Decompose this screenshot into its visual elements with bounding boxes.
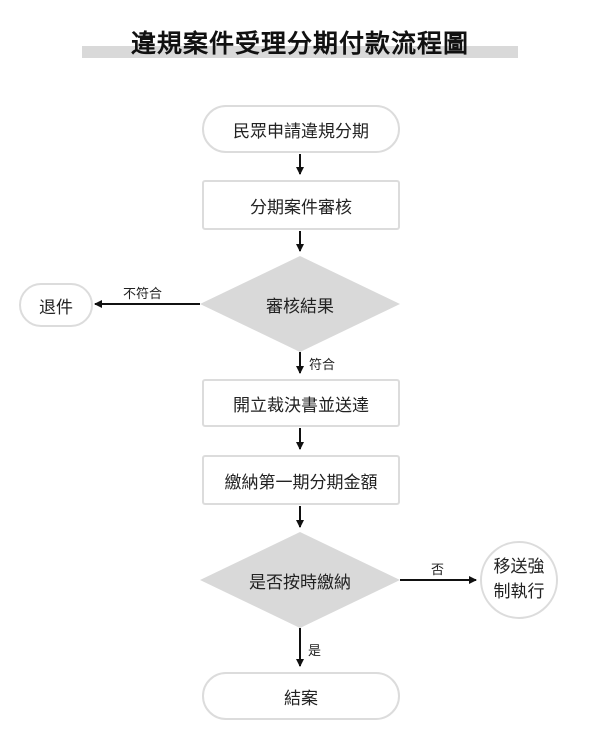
edge-label-meet: 符合: [309, 358, 336, 373]
node-review: 分期案件審核: [202, 180, 400, 230]
edge-label-not-meet: 不符合: [123, 287, 163, 302]
node-reject: 退件: [19, 283, 93, 327]
page-title: 違規案件受理分期付款流程圖: [130, 29, 469, 58]
edge-label-no: 否: [431, 563, 445, 578]
edge-label-yes: 是: [308, 644, 322, 659]
result-diamond: [200, 256, 400, 352]
node-decision: 開立裁決書並送達: [202, 379, 400, 427]
node-enforce-label: 移送強制執行: [493, 557, 545, 602]
title-underline-bar: [82, 46, 518, 58]
node-on-time-label: 是否按時繳納: [249, 572, 351, 593]
on-time-diamond: [200, 532, 400, 628]
node-enforce: 移送強制執行: [480, 541, 558, 619]
node-apply: 民眾申請違規分期: [202, 105, 400, 153]
node-close: 結案: [202, 672, 400, 720]
node-result-label: 審核結果: [266, 296, 334, 317]
node-pay-first: 繳納第一期分期金額: [202, 455, 400, 505]
